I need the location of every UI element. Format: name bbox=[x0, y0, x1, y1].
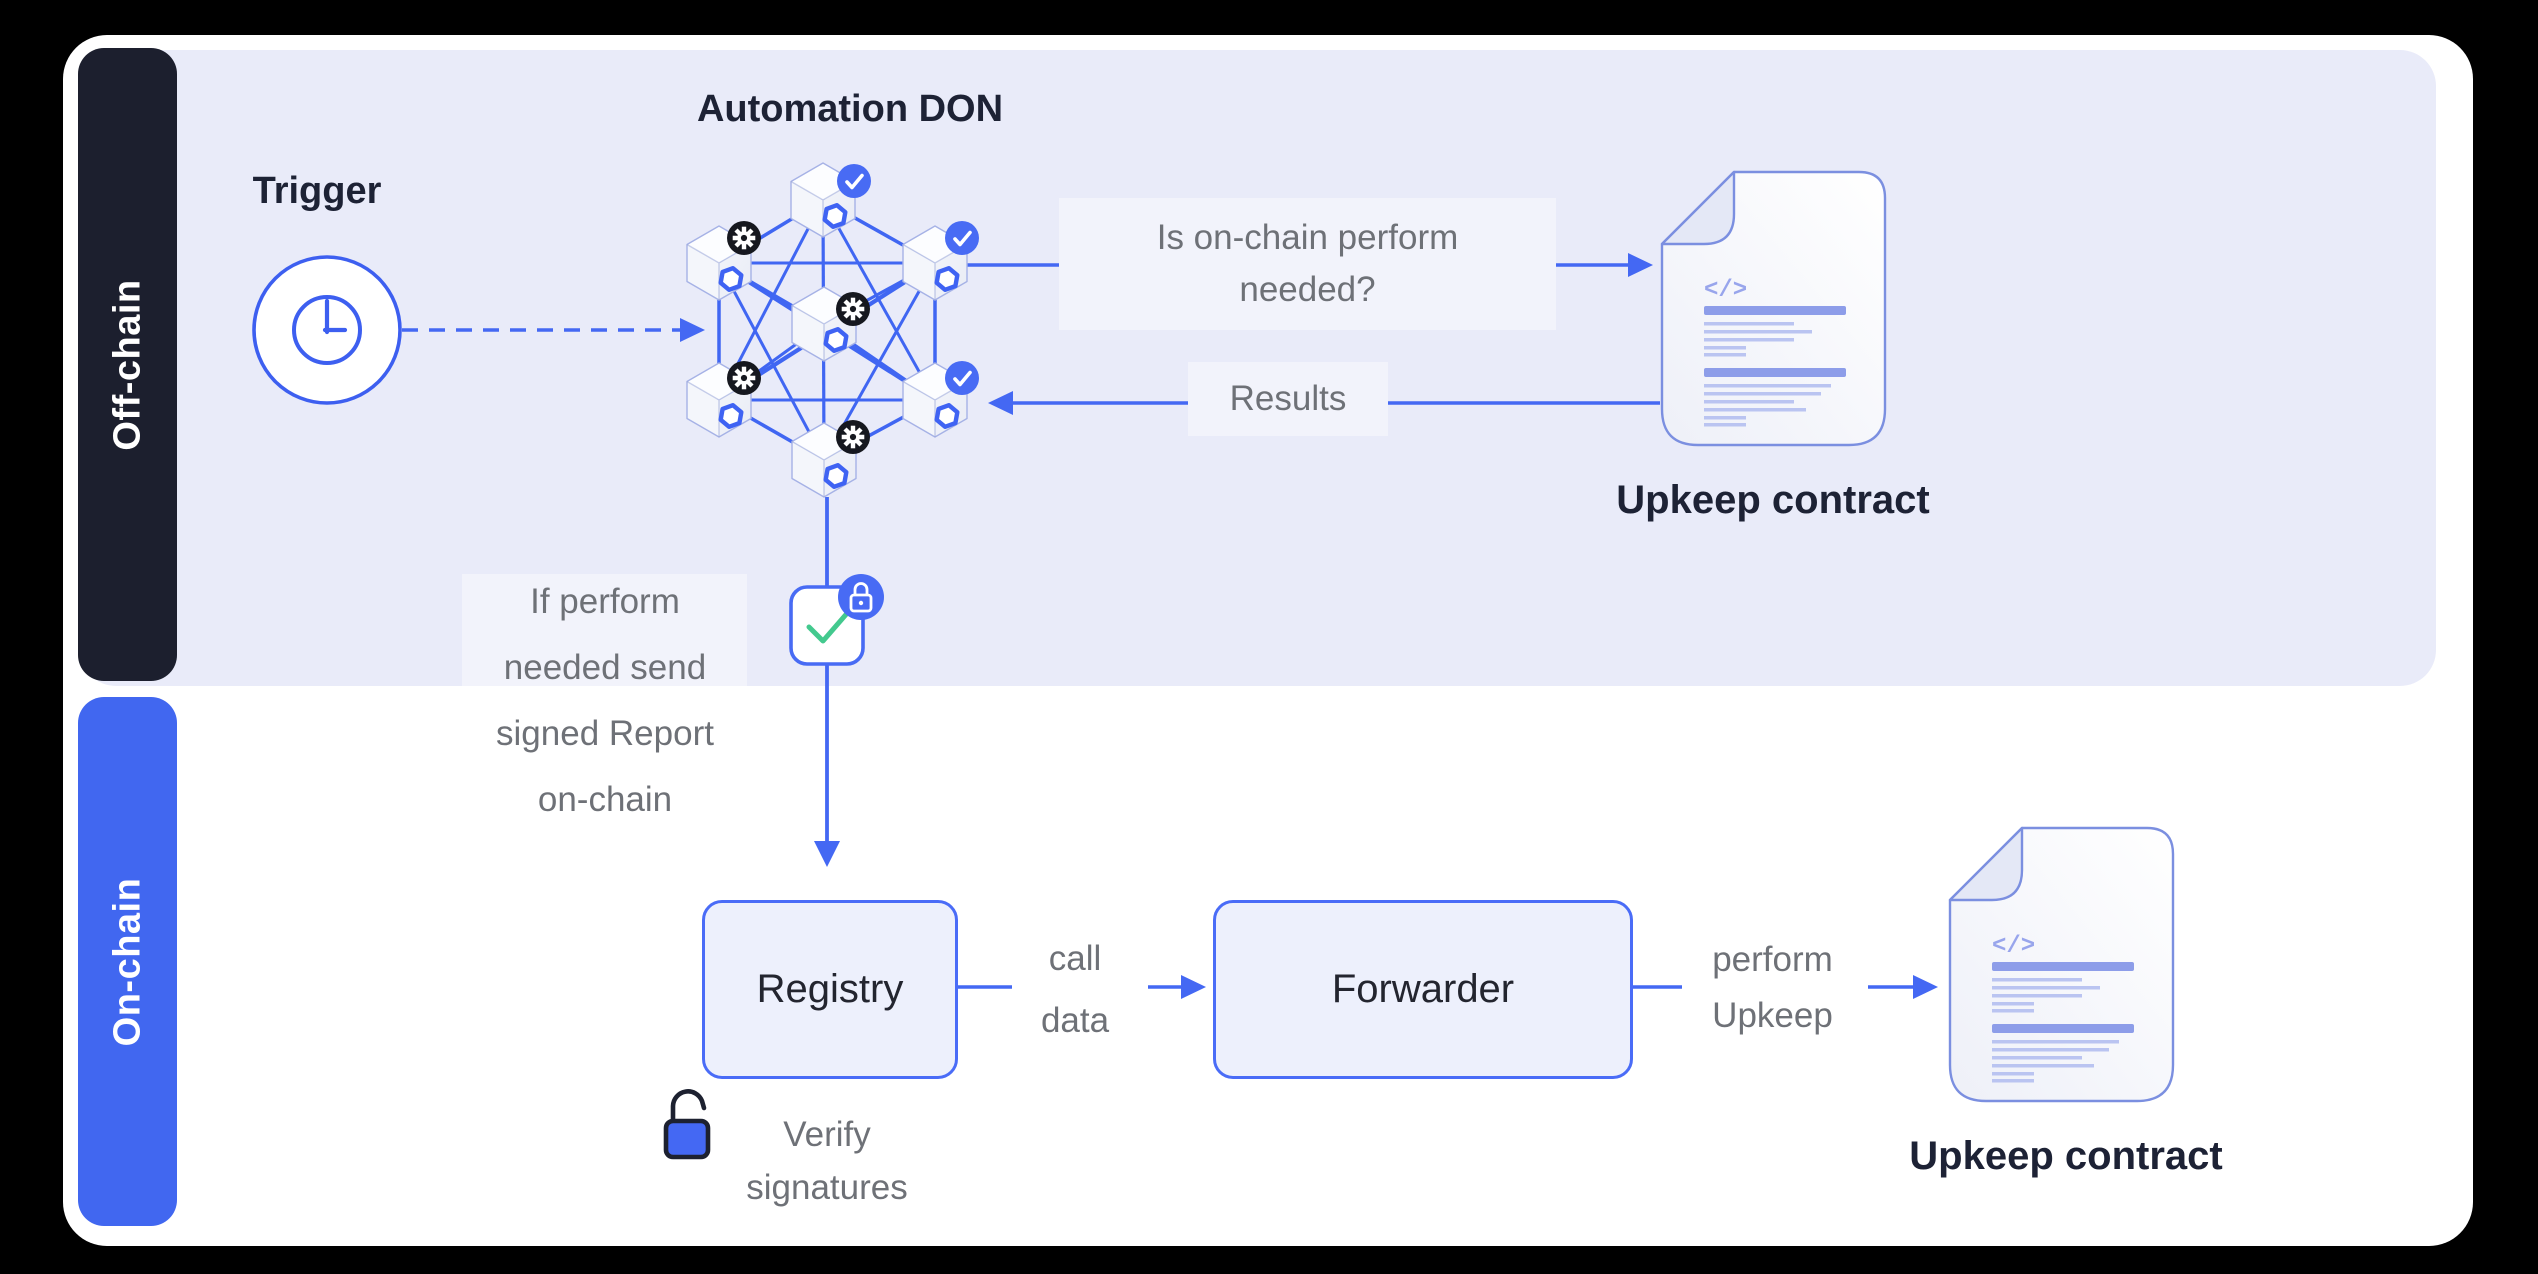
call-data-line: data bbox=[1040, 1001, 1110, 1040]
clock-icon bbox=[252, 255, 402, 405]
report-line: needed send bbox=[503, 648, 707, 687]
registry-node: Registry bbox=[702, 900, 958, 1079]
automation-don-title: Automation DON bbox=[696, 88, 1004, 130]
call-data-label: call data bbox=[1005, 928, 1145, 1052]
trigger-label: Trigger bbox=[252, 170, 382, 212]
signed-report-check-icon bbox=[789, 574, 884, 666]
label-backgrounds bbox=[462, 198, 1556, 686]
upkeep-contract-bottom-label: Upkeep contract bbox=[1909, 1134, 2223, 1178]
report-line: signed Report bbox=[496, 714, 714, 753]
perform-arrowhead-icon bbox=[1913, 975, 1938, 999]
perform-upkeep-line: perform bbox=[1712, 940, 1833, 979]
verify-signatures-line: signatures bbox=[746, 1168, 908, 1207]
onchain-band: On-chain bbox=[78, 697, 177, 1226]
verify-signatures-line: Verify bbox=[783, 1115, 871, 1154]
forwarder-label: Forwarder bbox=[1331, 967, 1515, 1011]
green-checkmark-icon bbox=[806, 608, 852, 644]
is-onchain-perform-line: needed? bbox=[1239, 270, 1376, 309]
if-perform-report-label: If perform needed send signed Report on-… bbox=[450, 569, 760, 833]
perform-upkeep-line: Upkeep bbox=[1712, 996, 1833, 1035]
registry-label: Registry bbox=[756, 967, 904, 1011]
report-arrowhead-icon bbox=[814, 841, 840, 867]
is-onchain-perform-label: Is on-chain perform needed? bbox=[1059, 198, 1556, 330]
contract-arrowhead-icon bbox=[1628, 253, 1653, 277]
call-data-line: call bbox=[1048, 939, 1102, 978]
results-label: Results bbox=[1188, 362, 1388, 436]
results-arrowhead-icon bbox=[988, 391, 1013, 415]
padlock-open-icon bbox=[663, 1089, 711, 1160]
perform-upkeep-label: perform Upkeep bbox=[1670, 932, 1875, 1044]
forwarder-arrowhead-icon bbox=[1181, 975, 1206, 999]
offchain-band: Off-chain bbox=[78, 48, 177, 681]
upkeep-contract-top-label: Upkeep contract bbox=[1616, 478, 1930, 522]
upkeep-contract-document-icon bbox=[1948, 826, 2175, 1103]
is-onchain-perform-line: Is on-chain perform bbox=[1156, 218, 1459, 257]
report-line: on-chain bbox=[537, 780, 673, 819]
forwarder-node: Forwarder bbox=[1213, 900, 1633, 1079]
report-line: If perform bbox=[530, 582, 680, 621]
trigger-arrowhead-icon bbox=[680, 318, 705, 342]
results-text: Results bbox=[1229, 379, 1347, 418]
upkeep-contract-document-icon bbox=[1660, 170, 1887, 447]
verify-signatures-label: Verify signatures bbox=[702, 1108, 952, 1214]
lock-badge-icon bbox=[838, 574, 884, 620]
